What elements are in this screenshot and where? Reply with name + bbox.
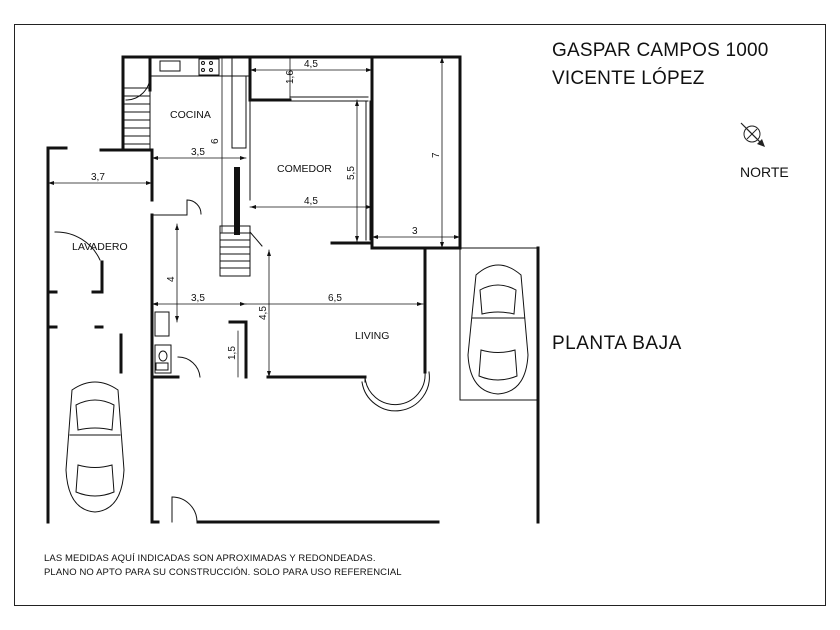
room-label-cocina: COCINA — [170, 109, 211, 121]
car-icon — [65, 381, 125, 513]
dim-hall-width: 3,5 — [191, 293, 205, 304]
disclaimer-line-1: LAS MEDIDAS AQUÍ INDICADAS SON APROXIMAD… — [44, 553, 376, 564]
floor-label: PLANTA BAJA — [552, 333, 682, 354]
dim-left-width: 3,7 — [91, 172, 105, 183]
dim-living-height: 4,5 — [258, 306, 269, 320]
room-label-lavadero: LAVADERO — [72, 241, 128, 253]
dim-cocina-width: 3,5 — [191, 147, 205, 158]
dim-hall-height: 4 — [166, 276, 177, 282]
address-line-2: VICENTE LÓPEZ — [552, 68, 705, 89]
dim-garage-height: 7 — [431, 152, 442, 158]
disclaimer-line-2: PLANO NO APTO PARA SU CONSTRUCCIÓN. SOLO… — [44, 567, 402, 578]
dim-comedor-top-width: 4,5 — [304, 59, 318, 70]
dimension-lines — [47, 56, 461, 378]
dim-cocina-height: 6 — [210, 138, 221, 144]
main-walls — [46, 55, 540, 524]
dim-bath-height: 1,5 — [227, 346, 238, 360]
address-line-1: GASPAR CAMPOS 1000 — [552, 40, 769, 61]
dimension-arrows — [48, 57, 460, 377]
room-label-comedor: COMEDOR — [277, 163, 332, 175]
north-label: NORTE — [740, 164, 789, 180]
garage-car-icon — [467, 264, 529, 395]
interior-lines — [54, 57, 539, 523]
room-label-living: LIVING — [355, 330, 389, 342]
north-arrow-icon — [740, 122, 765, 147]
dim-comedor-width: 4,5 — [304, 196, 318, 207]
dim-garage-width: 3 — [412, 226, 418, 237]
dim-comedor-top-depth: 1,6 — [285, 70, 296, 84]
dim-living-width: 6,5 — [328, 293, 342, 304]
dim-comedor-height: 5,5 — [346, 166, 357, 180]
sheet-frame — [14, 24, 826, 606]
